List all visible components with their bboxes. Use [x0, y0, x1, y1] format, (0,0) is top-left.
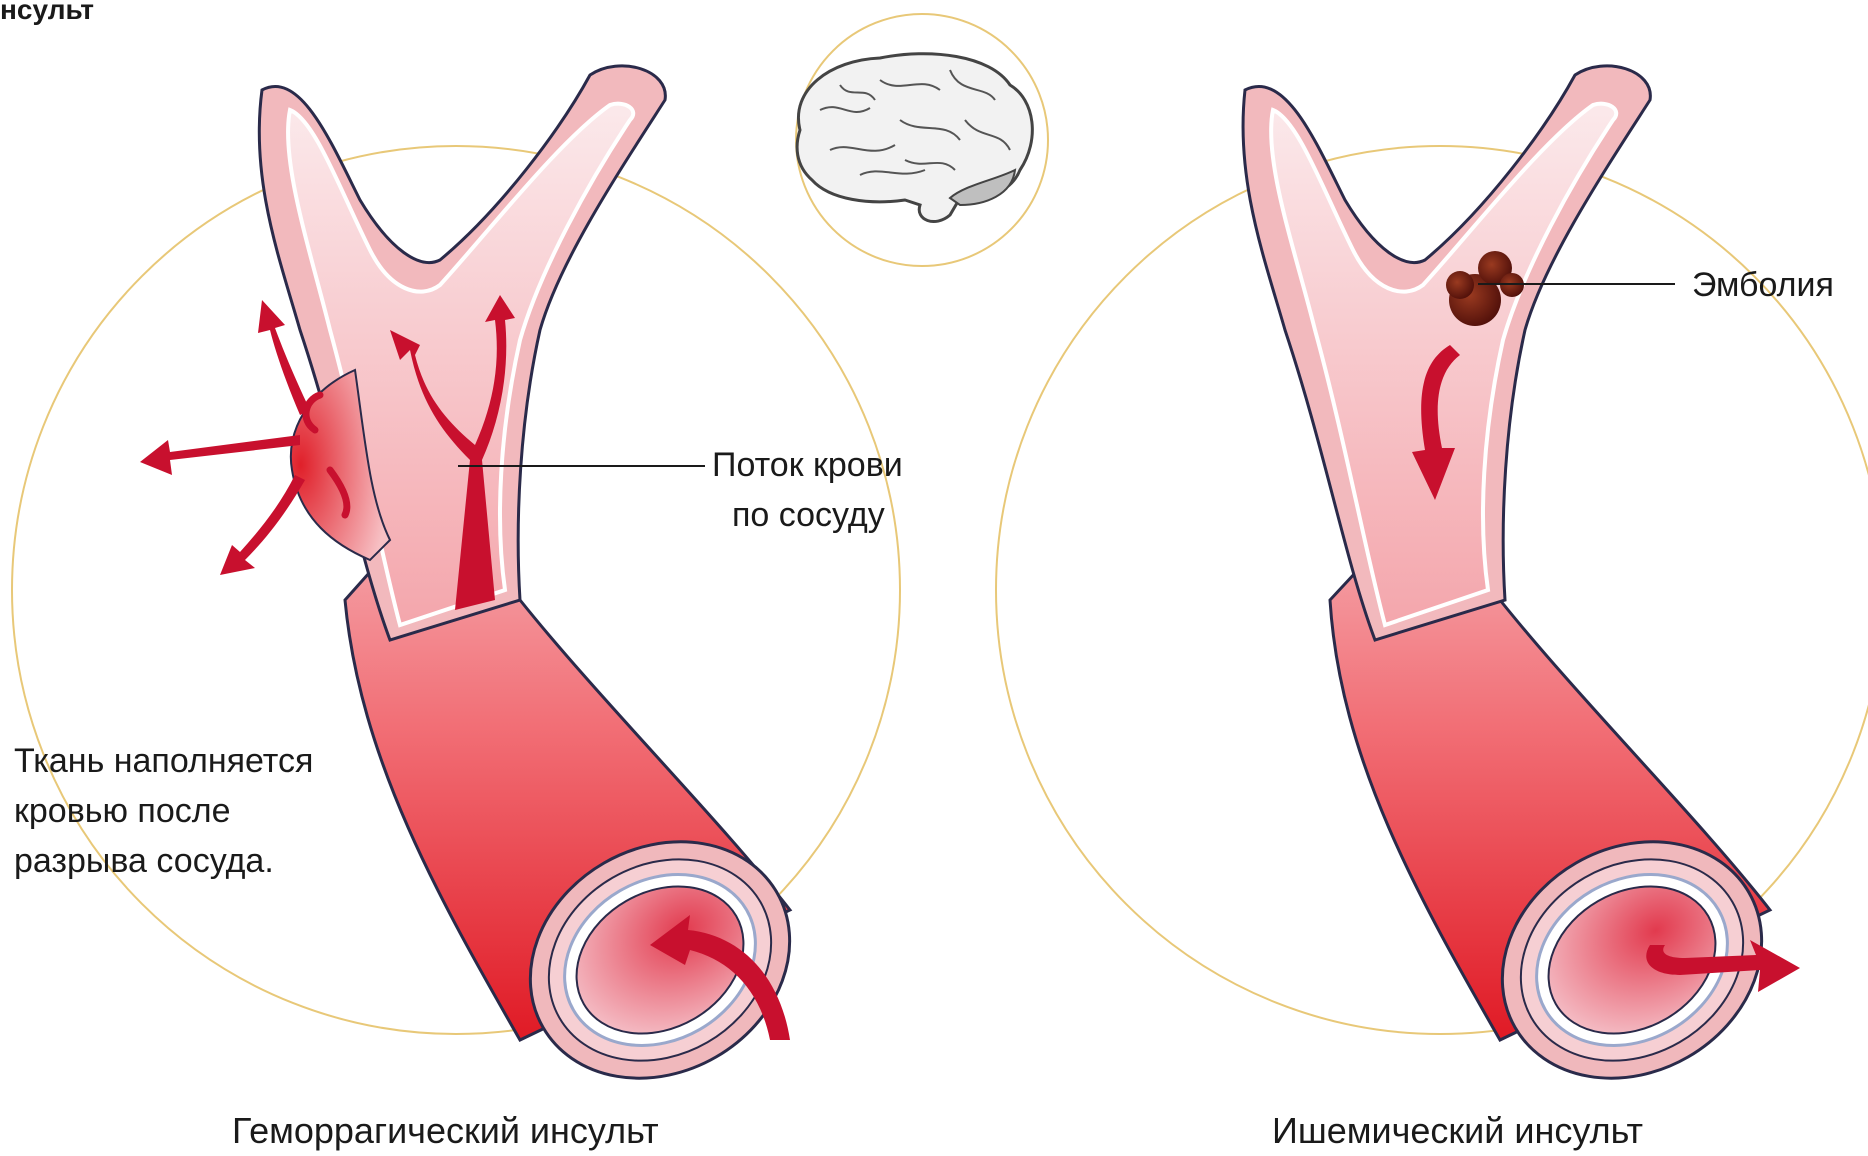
caption-hemorrhagic: Геморрагический инсульт [232, 1110, 659, 1152]
left-vessel [140, 66, 833, 1125]
tissue-label: Ткань наполняется кровью после разрыва с… [14, 736, 313, 886]
embolism-label: Эмболия [1692, 260, 1834, 310]
caption-ischemic: Ишемический инсульт [1272, 1110, 1643, 1152]
blood-flow-line-1: Поток крови [712, 440, 903, 490]
right-vessel [1243, 66, 1805, 1125]
tissue-line-3: разрыва сосуда. [14, 836, 313, 886]
blood-flow-line-2: по сосуду [712, 490, 903, 540]
page-title: нсульт [0, 0, 94, 26]
blood-flow-label: Поток крови по сосуду [712, 440, 903, 540]
tissue-line-2: кровью после [14, 786, 313, 836]
tissue-line-1: Ткань наполняется [14, 736, 313, 786]
